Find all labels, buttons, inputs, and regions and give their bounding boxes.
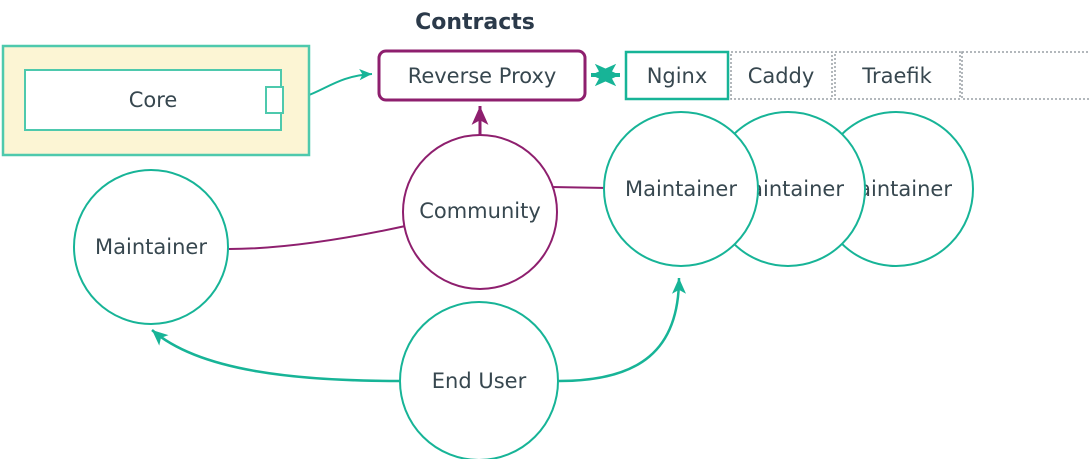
actor-maintainer-right-1-circle	[603, 111, 759, 267]
implementation-traefik[interactable]: Traefik	[834, 51, 961, 100]
edge-community-to-maintainer-right	[550, 186, 609, 189]
edge-maintainer-left-to-community	[228, 224, 411, 250]
actor-community-circle	[402, 134, 558, 290]
actor-end-user[interactable]: End User	[399, 301, 559, 459]
edge-end-user-to-maintainer-left	[151, 329, 401, 383]
implementation-caddy-box	[730, 51, 833, 100]
actor-community[interactable]: Community	[402, 134, 558, 290]
reverse-proxy-node[interactable]: Reverse Proxy	[377, 49, 587, 102]
implementation-nginx[interactable]: Nginx	[624, 50, 730, 101]
actor-end-user-circle	[399, 301, 559, 459]
actor-end-user-label: End User	[432, 369, 527, 393]
page-title: Contracts	[415, 10, 535, 35]
reverse-proxy-box	[377, 49, 587, 102]
implementation-caddy-label: Caddy	[748, 64, 815, 88]
core-package[interactable]: Core	[1, 44, 311, 157]
reverse-proxy-label: Reverse Proxy	[408, 64, 557, 88]
implementation-caddy[interactable]: Caddy	[730, 51, 833, 100]
actor-maintainer-left-label: Maintainer	[95, 235, 207, 259]
edge-end-user-to-maintainer-right	[558, 277, 686, 383]
core-port[interactable]	[265, 86, 284, 114]
actor-maintainer-right-1[interactable]: Maintainer	[603, 111, 759, 267]
implementation-empty-box	[961, 51, 1090, 100]
implementation-nginx-box	[624, 50, 730, 101]
actor-maintainer-left-circle	[73, 169, 229, 325]
implementation-traefik-label: Traefik	[861, 64, 932, 88]
actor-community-label: Community	[419, 199, 541, 223]
implementation-nginx-label: Nginx	[647, 64, 708, 88]
core-label: Core	[129, 88, 178, 112]
actor-maintainer-right-1-label: Maintainer	[625, 177, 737, 201]
implementation-empty[interactable]	[961, 51, 1090, 100]
core-package-inner	[24, 69, 282, 131]
actor-maintainer-left[interactable]: Maintainer	[73, 169, 229, 325]
implementation-traefik-box	[834, 51, 961, 100]
